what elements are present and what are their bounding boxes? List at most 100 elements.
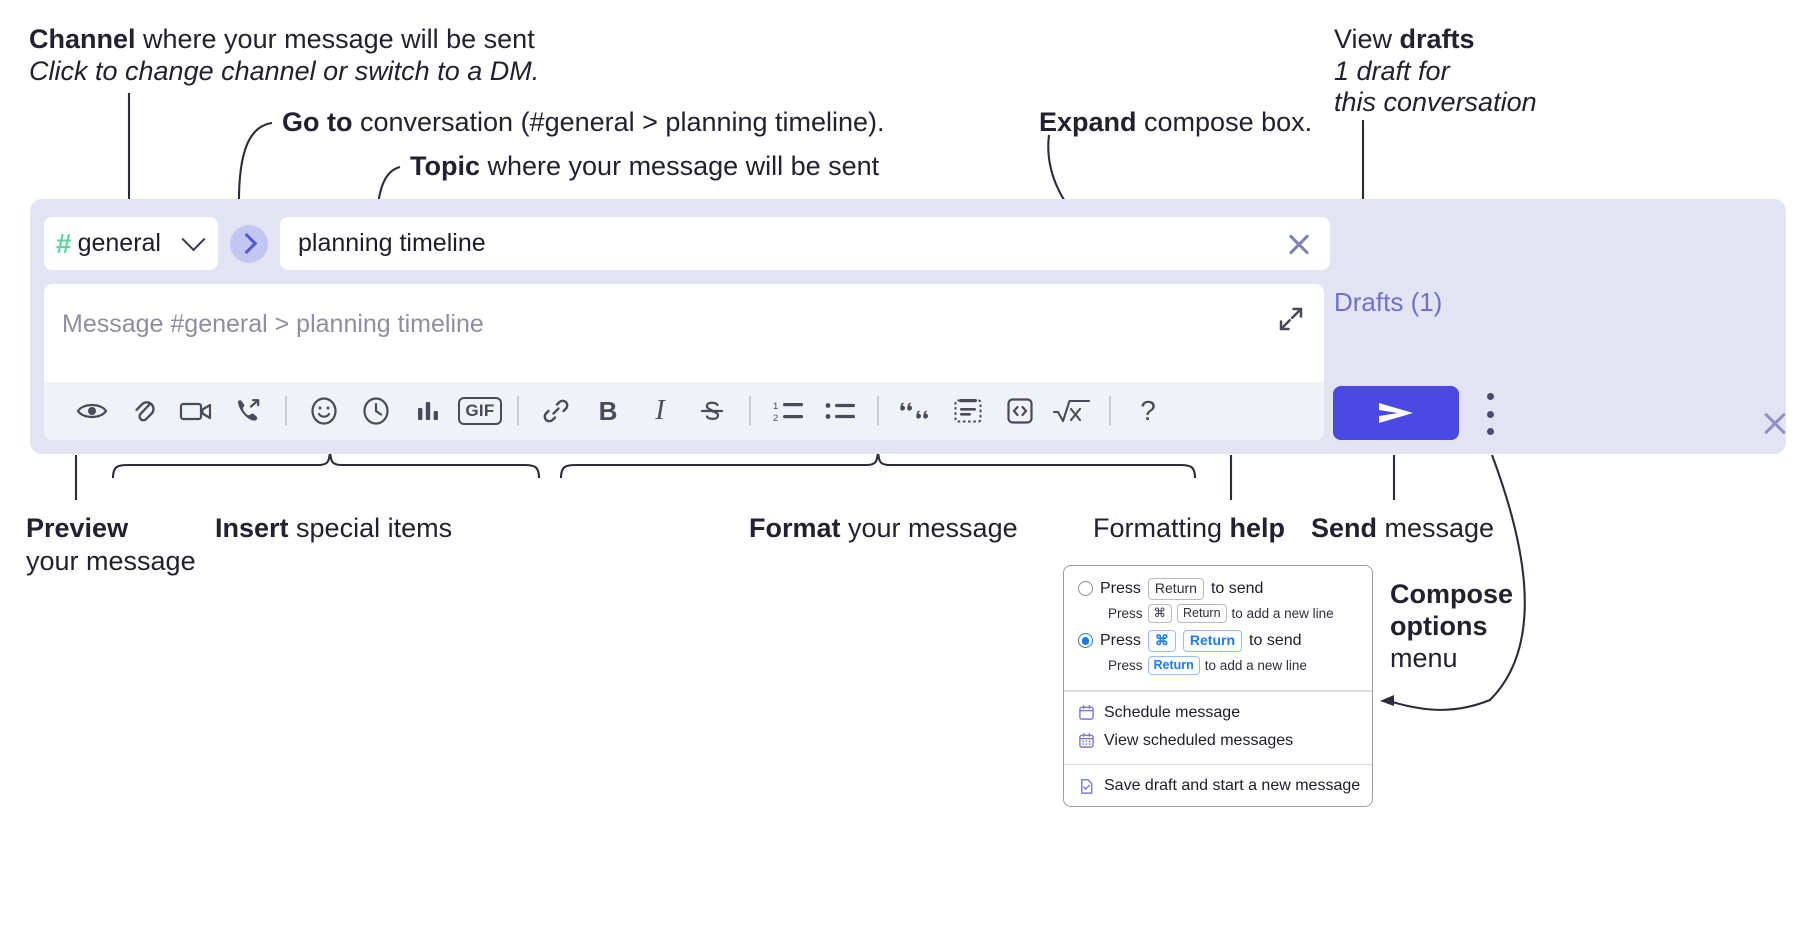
calendar-grid-icon bbox=[1079, 733, 1094, 748]
ordered-list-icon[interactable]: 1 2 bbox=[762, 388, 814, 434]
menu-item-view-scheduled[interactable]: View scheduled messages bbox=[1064, 727, 1372, 755]
annotation-goto-rest: conversation (#general > planning timeli… bbox=[352, 107, 885, 137]
radio-return[interactable] bbox=[1078, 581, 1093, 597]
annotation-drafts-l1: 1 draft for bbox=[1334, 54, 1450, 89]
channel-name-label: general bbox=[77, 229, 161, 257]
radio-cmd-return[interactable] bbox=[1078, 633, 1093, 649]
kebab-dot-1 bbox=[1486, 393, 1494, 400]
annotation-goto: Go to conversation (#general > planning … bbox=[282, 105, 885, 140]
attach-file-icon[interactable] bbox=[118, 388, 170, 434]
annotation-drafts-bold: drafts bbox=[1399, 24, 1475, 54]
annotation-insert-rest: special items bbox=[288, 513, 453, 543]
emoji-icon[interactable] bbox=[298, 388, 350, 434]
annotation-expand-bold: Expand bbox=[1039, 107, 1137, 137]
document-check-icon bbox=[1081, 778, 1093, 794]
bold-icon[interactable]: B bbox=[582, 388, 634, 434]
option1-key-return: Return bbox=[1147, 578, 1204, 600]
calendar-icon bbox=[1079, 705, 1094, 720]
send-option-return[interactable]: Press Return to send bbox=[1064, 577, 1372, 601]
channel-selector[interactable]: # general bbox=[44, 217, 218, 270]
message-input[interactable]: Message #general > planning timeline bbox=[44, 284, 1324, 382]
svg-text:1: 1 bbox=[773, 401, 778, 412]
option1-press: Press bbox=[1100, 579, 1141, 597]
annotation-expand-rest: compose box. bbox=[1136, 107, 1313, 137]
code-block-icon[interactable] bbox=[942, 388, 994, 434]
kebab-dot-2 bbox=[1486, 410, 1494, 418]
annotation-preview: Preview bbox=[26, 511, 128, 546]
option1-sub-key-cmd: ⌘ bbox=[1147, 603, 1173, 624]
chevron-down-icon bbox=[181, 227, 206, 252]
formatting-help-icon[interactable]: ? bbox=[1122, 388, 1174, 434]
help-label: ? bbox=[1140, 395, 1156, 426]
compose-options-menu: Press Return to send Press ⌘ Return to a… bbox=[1063, 565, 1373, 808]
drafts-link[interactable]: Drafts (1) bbox=[1334, 287, 1443, 317]
option2-action: to send bbox=[1249, 631, 1302, 649]
compose-panel: # general planning timeline Message #gen… bbox=[30, 199, 1786, 454]
annotation-channel-bold: Channel bbox=[29, 24, 136, 54]
option2-key-return: Return bbox=[1182, 630, 1243, 652]
toolbar-divider-3 bbox=[749, 396, 751, 426]
annotation-send-rest: message bbox=[1377, 513, 1495, 543]
blockquote-icon[interactable] bbox=[890, 388, 942, 434]
italic-icon[interactable]: I bbox=[634, 388, 686, 434]
send-option-cmd-return-sub: Press Return to add a new line bbox=[1064, 653, 1372, 682]
clear-icon[interactable] bbox=[1286, 231, 1312, 257]
annotation-topic-bold: Topic bbox=[410, 151, 480, 181]
reminder-clock-icon[interactable] bbox=[350, 388, 402, 434]
menu-item-schedule-message[interactable]: Schedule message bbox=[1064, 699, 1372, 727]
send-option-return-sub: Press ⌘ Return to add a new line bbox=[1064, 601, 1372, 630]
preview-icon[interactable] bbox=[66, 388, 118, 434]
annotation-help-bold: help bbox=[1229, 513, 1286, 543]
option1-sub-action: to add a new line bbox=[1231, 605, 1334, 621]
expand-icon[interactable] bbox=[1276, 304, 1306, 334]
annotation-drafts-prefix: View bbox=[1334, 24, 1400, 54]
option2-sub-action: to add a new line bbox=[1204, 657, 1307, 673]
annotation-topic-rest: where your message will be sent bbox=[480, 151, 880, 181]
poll-icon[interactable] bbox=[402, 388, 454, 434]
toolbar-divider-2 bbox=[517, 396, 519, 426]
menu-divider-1 bbox=[1064, 690, 1372, 692]
annotation-compose-options-l3: menu bbox=[1390, 641, 1458, 676]
inline-code-icon[interactable] bbox=[994, 388, 1046, 434]
annotation-preview-l2: your message bbox=[26, 544, 196, 579]
annotation-goto-bold: Go to bbox=[282, 107, 353, 137]
chevron-right-icon bbox=[235, 232, 257, 255]
math-icon[interactable] bbox=[1046, 388, 1098, 434]
gif-icon[interactable]: GIF bbox=[454, 388, 506, 434]
annotation-insert: Insert special items bbox=[215, 511, 452, 546]
video-clip-icon[interactable] bbox=[170, 388, 222, 434]
menu-item-save-draft-label: Save draft and start a new message bbox=[1104, 777, 1361, 795]
italic-label: I bbox=[655, 395, 665, 426]
annotation-channel-italic: Click to change channel or switch to a D… bbox=[29, 56, 540, 86]
menu-item-view-scheduled-label: View scheduled messages bbox=[1104, 731, 1294, 749]
annotation-preview-bold: Preview bbox=[26, 513, 129, 543]
annotation-compose-options-l1: Compose bbox=[1390, 577, 1513, 612]
close-icon[interactable] bbox=[1761, 409, 1789, 437]
annotation-channel-rest: where your message will be sent bbox=[135, 24, 535, 54]
annotation-send-bold: Send bbox=[1311, 513, 1378, 543]
annotation-insert-bold: Insert bbox=[215, 513, 289, 543]
link-icon[interactable] bbox=[530, 388, 582, 434]
bold-label: B bbox=[598, 395, 618, 426]
send-option-cmd-return[interactable]: Press ⌘ Return to send bbox=[1064, 629, 1372, 653]
audio-clip-icon[interactable] bbox=[222, 388, 274, 434]
option1-action: to send bbox=[1210, 579, 1264, 597]
go-to-conversation-button[interactable] bbox=[230, 224, 268, 263]
topic-input[interactable]: planning timeline bbox=[280, 217, 1330, 270]
annotation-compose-options-line1: Compose bbox=[1390, 579, 1514, 609]
menu-item-save-draft[interactable]: Save draft and start a new message bbox=[1064, 772, 1372, 800]
annotation-expand: Expand compose box. bbox=[1039, 105, 1312, 140]
annotation-drafts-italic-2: this conversation bbox=[1334, 87, 1537, 117]
annotation-topic: Topic where your message will be sent bbox=[410, 149, 879, 184]
send-button[interactable] bbox=[1333, 386, 1459, 440]
annotation-compose-options-line3: menu bbox=[1390, 643, 1458, 673]
toolbar-divider-4 bbox=[877, 396, 879, 426]
option1-sub-key-return: Return bbox=[1177, 603, 1227, 624]
menu-item-schedule-message-label: Schedule message bbox=[1104, 703, 1241, 721]
bulleted-list-icon[interactable] bbox=[814, 388, 866, 434]
strikethrough-icon[interactable] bbox=[686, 388, 738, 434]
menu-divider-2 bbox=[1064, 763, 1372, 766]
compose-options-kebab-icon[interactable] bbox=[1481, 393, 1499, 435]
svg-text:2: 2 bbox=[773, 413, 778, 424]
